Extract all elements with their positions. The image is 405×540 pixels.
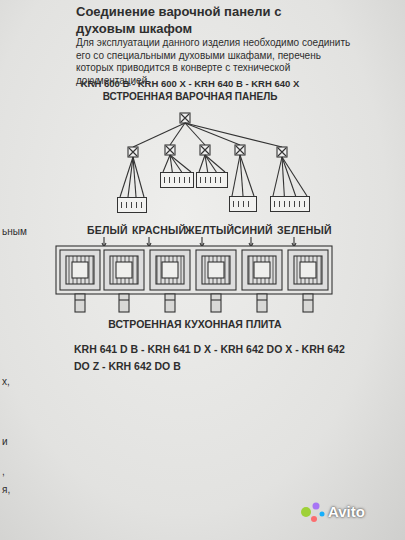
heading: Соединение варочной панели с духовым шка… [76, 4, 321, 38]
model-list: KRH 641 D B - KRH 641 D X - KRH 642 DO X… [74, 341, 359, 375]
model-list: KRH 600 B - KRH 600 X - KRH 640 B - KRH … [70, 78, 310, 90]
connector-plug: ЗЕЛЕНЫЙ [270, 196, 310, 212]
plug-slots [233, 201, 253, 207]
connector-plug: БЕЛЫЙ [117, 197, 147, 213]
plug-slots [121, 202, 143, 208]
connector-plug: ЖЕЛТЫЙ [196, 172, 228, 188]
connector-plug: КРАСНЫЙ [160, 172, 194, 188]
watermark-logo [301, 503, 325, 523]
margin-fragment: , [2, 466, 5, 479]
connector-plug: СИНИЙ [229, 196, 257, 212]
plug-slots [164, 177, 190, 183]
margin-fragment: х, [2, 376, 10, 389]
watermark: Avito [328, 503, 365, 522]
part-name: ВСТРОЕННАЯ КУХОННАЯ ПЛИТА [60, 318, 330, 331]
plug-slots [274, 201, 306, 207]
wire-color-label: КРАСНЫЙ [132, 224, 186, 236]
wire-color-label: СИНИЙ [234, 224, 273, 236]
wire-color-label: ЖЕЛТЫЙ [185, 224, 234, 236]
wire-color-label: ЗЕЛЕНЫЙ [277, 224, 332, 236]
plug-slots [200, 177, 224, 183]
wire-color-label: БЕЛЫЙ [87, 224, 128, 236]
margin-fragment: я, [2, 484, 10, 497]
margin-fragment: и [2, 436, 8, 449]
margin-fragment: ьным [2, 226, 27, 239]
part-name: ВСТРОЕННАЯ ВАРОЧНАЯ ПАНЕЛЬ [70, 91, 310, 104]
